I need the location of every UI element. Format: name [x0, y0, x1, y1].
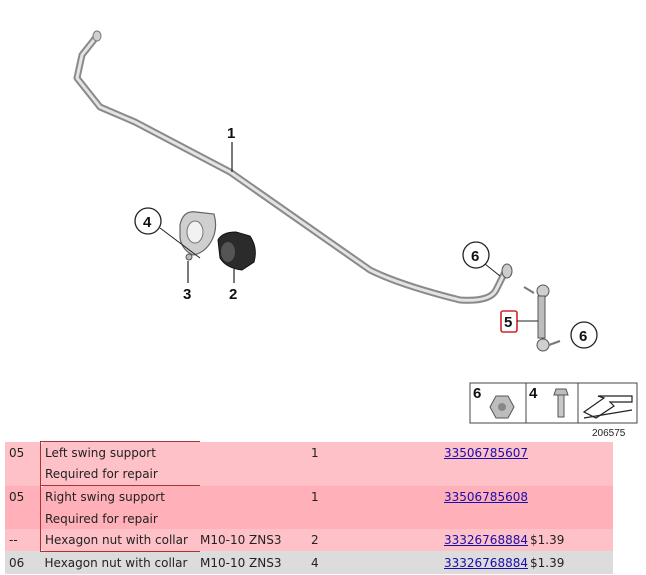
callout-2: 2: [229, 286, 237, 303]
part-quantity: 1: [311, 445, 319, 460]
part-quantity: [311, 464, 444, 486]
table-row: 05 Right swing support 1 33506785608: [5, 485, 613, 508]
legend-6: 6: [473, 385, 481, 402]
stabilizer-bar[interactable]: [73, 30, 509, 304]
part-description: Hexagon nut with collar: [40, 529, 200, 552]
callout-6-lower: 6: [579, 328, 587, 345]
table-row: Required for repair: [5, 507, 613, 530]
part-number-empty: [444, 464, 530, 486]
arrow-icon: [582, 395, 633, 419]
part-quantity: 2: [311, 533, 319, 548]
bracket-part[interactable]: [179, 211, 217, 261]
part-price: [530, 464, 613, 486]
legend-box: 6 4: [469, 382, 638, 424]
hex-nut-icon: [489, 395, 515, 419]
item-index: 05: [9, 489, 25, 504]
part-price: [530, 508, 613, 530]
part-number-link[interactable]: 33506785608: [444, 489, 528, 504]
item-index: 06: [9, 555, 25, 570]
part-spec: [200, 486, 311, 508]
callout-5: 5: [504, 314, 512, 331]
callout-6-upper: 6: [471, 248, 479, 265]
legend-4: 4: [529, 385, 538, 402]
callout-3: 3: [183, 286, 191, 303]
part-description: Hexagon nut with collar: [44, 555, 188, 570]
part-number-link[interactable]: 33506785607: [444, 445, 528, 460]
parts-diagram: 1 3 4 2 5 6 6 6: [73, 30, 638, 439]
item-index: 05: [9, 445, 25, 460]
part-note: Required for repair: [40, 463, 200, 486]
nut-upper: [501, 263, 513, 279]
table-row: 06 Hexagon nut with collar M10-10 ZNS3 4…: [5, 551, 613, 574]
part-spec: [200, 464, 311, 486]
part-spec: [200, 508, 311, 530]
part-spec: M10-10 ZNS3: [200, 533, 282, 548]
part-price: $1.39: [530, 533, 565, 548]
part-number-link[interactable]: 33326768884: [444, 555, 528, 570]
part-price: $1.39: [530, 555, 565, 570]
part-quantity: 1: [311, 489, 319, 504]
part-description: Left swing support: [40, 440, 200, 464]
item-index: [5, 464, 41, 486]
table-row: -- Hexagon nut with collar M10-10 ZNS3 2…: [5, 529, 613, 552]
part-number-link[interactable]: 33326768884: [444, 533, 528, 548]
part-description: Right swing support: [40, 485, 200, 508]
parts-table: 05 Left swing support 1 33506785607 Requ…: [5, 440, 613, 574]
part-price: [530, 486, 613, 508]
part-price: [530, 442, 613, 464]
bolt-icon: [553, 388, 569, 418]
item-index: [5, 508, 41, 530]
swing-support-part[interactable]: [523, 284, 561, 352]
part-quantity: [311, 508, 444, 530]
item-index: --: [9, 533, 18, 548]
table-row: Required for repair: [5, 463, 613, 486]
part-quantity: 4: [311, 555, 319, 570]
part-number-empty: [444, 508, 530, 530]
callout-4: 4: [143, 214, 152, 231]
part-note: Required for repair: [40, 507, 200, 530]
figure-number: 206575: [592, 428, 626, 439]
rubber-mount-part[interactable]: [217, 231, 256, 271]
callout-1: 1: [227, 125, 235, 142]
part-spec: [200, 442, 311, 464]
table-row: 05 Left swing support 1 33506785607: [5, 440, 613, 464]
part-spec: M10-10 ZNS3: [200, 555, 282, 570]
